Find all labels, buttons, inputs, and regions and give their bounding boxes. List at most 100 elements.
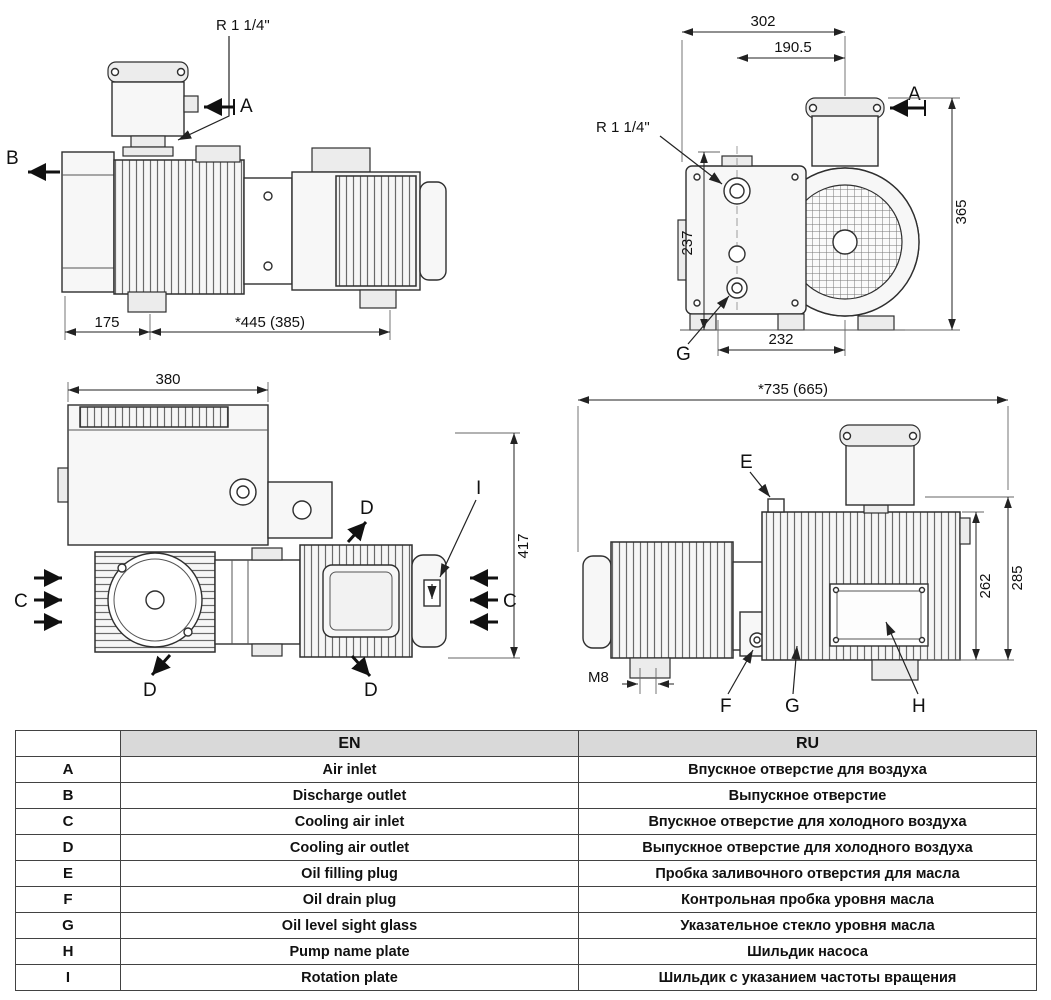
row-en: Rotation plate — [120, 964, 579, 991]
dim-m8: M8 — [588, 669, 609, 686]
port-leader-line — [177, 36, 230, 141]
row-key: A — [15, 756, 121, 783]
dimension-417: 417 — [448, 432, 532, 659]
row-ru: Контрольная пробка уровня масла — [578, 886, 1037, 913]
dim-417: 417 — [515, 533, 532, 558]
motor-side — [582, 541, 734, 679]
dim-175: 175 — [94, 314, 119, 331]
legend-row-e: E Oil filling plug Пробка заливочного от… — [15, 860, 1037, 887]
motor-fan-cowl — [770, 167, 920, 317]
row-key: B — [15, 782, 121, 809]
legend-row-a: A Air inlet Впускное отверстие для возду… — [15, 756, 1037, 783]
name-plate-leader — [885, 621, 919, 695]
view-side-elevation: R 1 1/4" A B 175 *445 (385) — [6, 17, 447, 340]
row-key: I — [15, 964, 121, 991]
port-thread-label: R 1 1/4" — [216, 17, 270, 34]
dimension-302: 302 — [681, 13, 846, 162]
legend-row-h: H Pump name plate Шильдик насоса — [15, 938, 1037, 965]
cooling-inlet-arrows-left — [34, 569, 62, 631]
row-en: Cooling air outlet — [120, 834, 579, 861]
callout-d-bottom-right: D — [364, 680, 378, 701]
dim-285: 285 — [1009, 565, 1026, 590]
row-ru: Шильдик с указанием частоты вращения — [578, 964, 1037, 991]
row-ru: Шильдик насоса — [578, 938, 1037, 965]
legend-row-d: D Cooling air outlet Выпускное отверстие… — [15, 834, 1037, 861]
legend-row-f: F Oil drain plug Контрольная пробка уров… — [15, 886, 1037, 913]
dimension-735: *735 (665) — [577, 381, 1009, 552]
legend-header-row: EN RU — [15, 730, 1037, 757]
row-en: Oil level sight glass — [120, 912, 579, 939]
row-en: Pump name plate — [120, 938, 579, 965]
dimension-365: 365 — [888, 97, 970, 331]
terminal-box-front — [805, 97, 885, 167]
cooling-outlet-arrow-br — [350, 654, 372, 678]
dim-237: 237 — [679, 230, 696, 255]
port-thread-label-front: R 1 1/4" — [596, 119, 650, 136]
callout-f: F — [720, 696, 732, 717]
row-key: C — [15, 808, 121, 835]
row-ru: Впускное отверстие для воздуха — [578, 756, 1037, 783]
dimension-380: 380 — [67, 371, 269, 402]
legend-header-en: EN — [120, 730, 579, 757]
dim-445: *445 (385) — [235, 314, 305, 331]
rotation-plate-leader — [439, 499, 477, 578]
row-ru: Выпускное отверстие для холодного воздух… — [578, 834, 1037, 861]
callout-g-side: G — [785, 696, 800, 717]
view-side-opposite: *735 (665) M8 — [577, 381, 1026, 717]
pump-body-side — [761, 498, 971, 681]
technical-drawing: R 1 1/4" A B 175 *445 (385) — [6, 13, 1026, 717]
callout-c-left: C — [14, 591, 28, 612]
legend-header-ru: RU — [578, 730, 1037, 757]
terminal-box-side — [839, 424, 921, 514]
legend-row-i: I Rotation plate Шильдик с указанием час… — [15, 964, 1037, 991]
row-key: G — [15, 912, 121, 939]
oil-filling-plug — [767, 498, 785, 513]
dimension-285: 285 — [925, 496, 1026, 660]
dim-262: 262 — [977, 573, 994, 598]
motor-top — [94, 551, 216, 653]
dim-232: 232 — [768, 331, 793, 348]
callout-h: H — [912, 696, 926, 717]
dimension-237: 237 — [679, 151, 720, 330]
row-en: Air inlet — [120, 756, 579, 783]
dim-302: 302 — [750, 13, 775, 30]
sight-glass-leader — [687, 295, 730, 345]
dimension-190: 190.5 — [737, 39, 845, 62]
view-front: 302 190.5 R 1 1/4" A 365 237 232 G — [596, 13, 970, 365]
callout-a: A — [240, 96, 253, 117]
view-plan: 380 — [14, 371, 532, 701]
callout-i: I — [476, 478, 481, 499]
row-key: D — [15, 834, 121, 861]
row-ru: Выпускное отверстие — [578, 782, 1037, 809]
row-key: F — [15, 886, 121, 913]
dim-735: *735 (665) — [758, 381, 828, 398]
oil-drain-leader — [727, 649, 754, 695]
coupling-top — [214, 547, 301, 657]
dimension-445: 175 *445 (385) — [64, 296, 391, 340]
legend-row-c: C Cooling air inlet Впускное отверстие д… — [15, 808, 1037, 835]
pump-housing-front — [677, 146, 905, 331]
port-leader-front — [659, 135, 723, 185]
cooling-inlet-arrows-right — [470, 569, 498, 631]
row-en: Discharge outlet — [120, 782, 579, 809]
row-key: H — [15, 938, 121, 965]
dim-190: 190.5 — [774, 39, 812, 56]
row-en: Cooling air inlet — [120, 808, 579, 835]
row-ru: Указательное стекло уровня масла — [578, 912, 1037, 939]
dimension-232: 232 — [717, 320, 846, 356]
cooling-outlet-arrow-top — [346, 520, 368, 544]
row-ru: Пробка заливочного отверстия для масла — [578, 860, 1037, 887]
dimension-262: 262 — [920, 511, 1014, 661]
oil-fill-leader — [749, 471, 771, 498]
dimension-m8: M8 — [588, 668, 674, 694]
legend-header-key — [15, 730, 121, 757]
dim-365: 365 — [953, 199, 970, 224]
sight-glass-leader-side — [791, 645, 801, 695]
callout-b: B — [6, 148, 19, 169]
callout-g-front: G — [676, 344, 691, 365]
callout-e: E — [740, 452, 753, 473]
terminal-box — [107, 61, 199, 157]
legend-table: EN RU A Air inlet Впускное отверстие для… — [15, 730, 1037, 991]
oil-separator-top — [57, 404, 333, 546]
